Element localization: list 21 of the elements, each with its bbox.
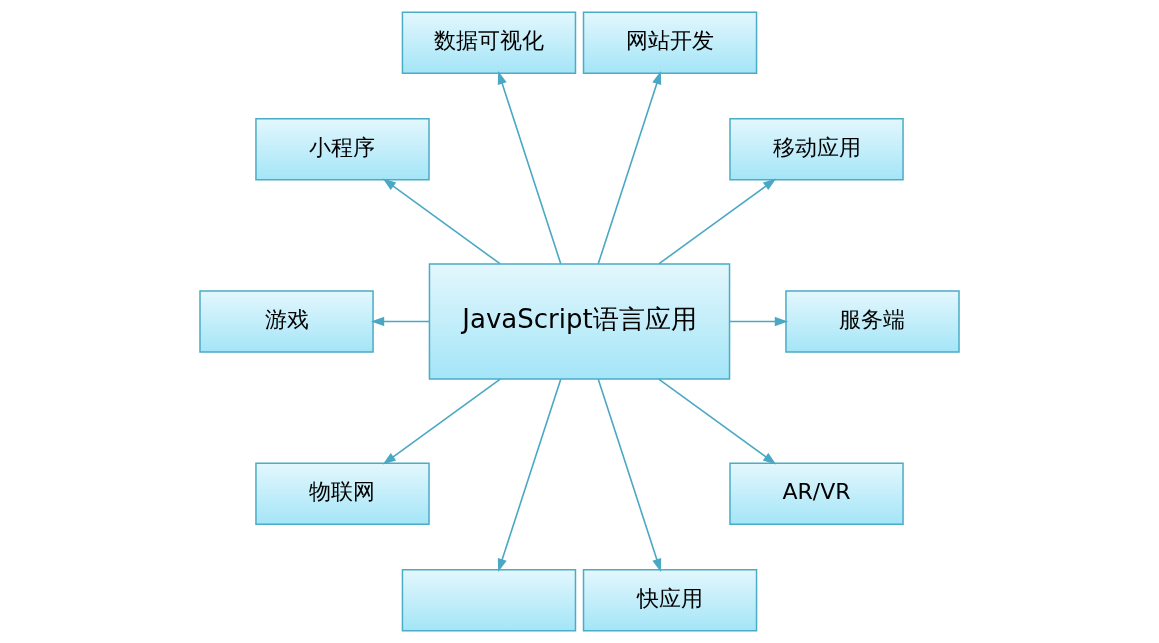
arrow <box>657 378 777 465</box>
arrow <box>370 316 430 327</box>
arrow <box>382 178 502 265</box>
arrow <box>729 316 789 327</box>
arrow <box>657 178 777 265</box>
node-box: 网站开发 <box>582 11 758 75</box>
arrow <box>597 378 662 572</box>
node-box: 游戏 <box>199 290 374 353</box>
node-box: 快应用 <box>582 568 758 632</box>
arrow <box>382 378 502 465</box>
node-box: 数据可视化 <box>401 11 577 75</box>
node-box: JavaScript语言应用 <box>428 263 731 380</box>
node-box: 移动应用 <box>729 118 904 181</box>
arrow <box>497 378 562 572</box>
arrow <box>597 71 662 265</box>
arrow <box>497 71 562 265</box>
node-box: 服务端 <box>785 290 960 353</box>
node-box <box>401 568 577 632</box>
node-box: AR/VR <box>729 462 904 525</box>
node-box: 小程序 <box>255 118 430 181</box>
node-box: 物联网 <box>255 462 430 525</box>
